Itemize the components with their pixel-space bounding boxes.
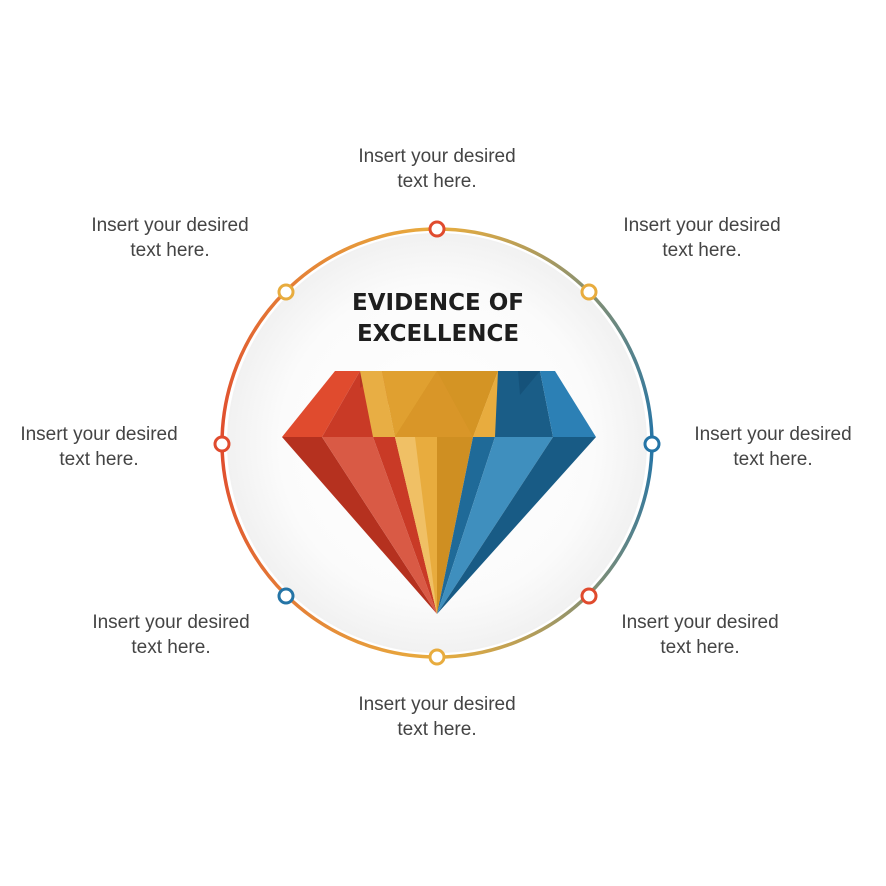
label-left: Insert your desired text here. — [20, 424, 178, 470]
marker-top — [428, 220, 446, 238]
title-line-1: EVIDENCE OF — [352, 290, 524, 316]
marker-right — [643, 435, 661, 453]
label-top-left: Insert your desired text here. — [91, 215, 249, 261]
marker-top-left — [277, 283, 295, 301]
marker-left — [213, 435, 231, 453]
marker-bottom — [428, 648, 446, 666]
label-top: Insert your desired text here. — [358, 146, 516, 192]
marker-bottom-left — [277, 587, 295, 605]
label-bottom: Insert your desired text here. — [358, 694, 516, 740]
diagram-title: EVIDENCE OF EXCELLENCE — [318, 288, 558, 350]
title-line-2: EXCELLENCE — [356, 321, 520, 347]
label-top-right: Insert your desired text here. — [623, 215, 781, 261]
label-right: Insert your desired text here. — [694, 424, 852, 470]
diamond-icon — [282, 371, 596, 614]
ring-markers — [213, 220, 661, 666]
marker-bottom-right — [580, 587, 598, 605]
label-bottom-right: Insert your desired text here. — [621, 612, 779, 658]
label-bottom-left: Insert your desired text here. — [92, 612, 250, 658]
marker-top-right — [580, 283, 598, 301]
